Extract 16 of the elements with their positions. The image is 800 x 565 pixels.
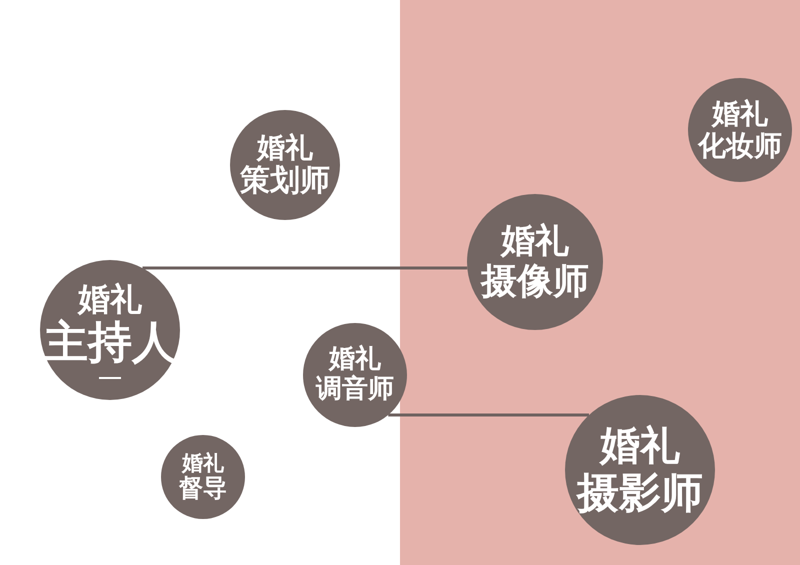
role-title: 督导	[179, 475, 227, 503]
circle-heading: 婚礼	[329, 345, 381, 374]
circle-heading: 婚礼	[600, 422, 680, 469]
role-title: 摄影师	[577, 468, 703, 518]
role-title: 主持人	[44, 318, 176, 369]
circle-heading: 婚礼	[182, 451, 224, 476]
connector-line	[142, 266, 468, 270]
role-title: 策划师	[240, 164, 330, 198]
circle-heading: 婚礼	[501, 222, 569, 261]
role-title: 摄像师	[481, 260, 589, 302]
circle-heading: 婚礼	[712, 98, 768, 130]
circle-heading: 婚礼	[78, 281, 142, 318]
connector-line	[388, 414, 589, 416]
circle-heading: 婚礼	[257, 132, 313, 164]
role-title: 调音师	[316, 375, 394, 405]
role-title: 化妆师	[698, 130, 782, 162]
